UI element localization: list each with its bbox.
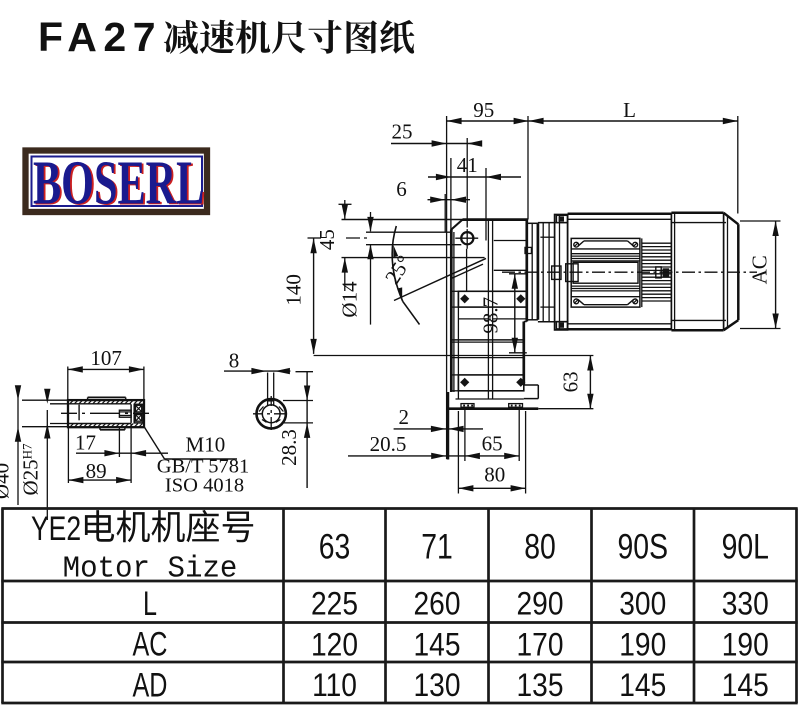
svg-text:28.3: 28.3 bbox=[277, 429, 301, 466]
svg-text:25: 25 bbox=[392, 120, 413, 144]
svg-text:L: L bbox=[623, 98, 636, 122]
svg-text:290: 290 bbox=[517, 587, 564, 622]
svg-text:AC: AC bbox=[133, 626, 168, 664]
svg-text:110: 110 bbox=[312, 669, 357, 704]
svg-text:M10: M10 bbox=[186, 432, 226, 456]
svg-text:FA27: FA27 bbox=[38, 14, 162, 60]
svg-text:330: 330 bbox=[722, 587, 769, 622]
svg-text:80: 80 bbox=[524, 526, 556, 566]
svg-text:71: 71 bbox=[421, 526, 453, 566]
svg-text:AC: AC bbox=[748, 255, 772, 284]
svg-text:90L: 90L bbox=[722, 526, 769, 566]
svg-text:Ø40: Ø40 bbox=[0, 463, 14, 499]
svg-text:41: 41 bbox=[457, 153, 478, 177]
svg-text:BOSERL: BOSERL bbox=[35, 148, 206, 218]
svg-text:170: 170 bbox=[517, 628, 564, 663]
svg-text:135: 135 bbox=[517, 669, 564, 704]
svg-text:45: 45 bbox=[315, 229, 339, 250]
svg-text:8: 8 bbox=[229, 349, 240, 373]
svg-text:90S: 90S bbox=[617, 526, 668, 566]
svg-text:Ø14: Ø14 bbox=[338, 281, 362, 318]
svg-text:AD: AD bbox=[133, 667, 168, 705]
svg-text:GB/T 5781: GB/T 5781 bbox=[157, 455, 249, 477]
svg-text:120: 120 bbox=[311, 628, 358, 663]
svg-text:300: 300 bbox=[619, 587, 666, 622]
svg-text:Ø25H7: Ø25H7 bbox=[19, 443, 43, 496]
svg-text:L: L bbox=[143, 585, 157, 623]
svg-text:130: 130 bbox=[414, 669, 461, 704]
svg-text:ISO 4018: ISO 4018 bbox=[165, 474, 244, 496]
svg-text:107: 107 bbox=[90, 346, 122, 370]
svg-text:25°: 25° bbox=[380, 251, 416, 289]
svg-text:80: 80 bbox=[484, 463, 505, 487]
svg-text:145: 145 bbox=[722, 669, 769, 704]
svg-text:17: 17 bbox=[75, 430, 96, 454]
svg-text:YE2: YE2 bbox=[31, 510, 81, 548]
svg-text:145: 145 bbox=[414, 628, 461, 663]
svg-text:140: 140 bbox=[282, 274, 306, 306]
svg-text:63: 63 bbox=[319, 526, 351, 566]
svg-text:145: 145 bbox=[619, 669, 666, 704]
svg-text:98.7: 98.7 bbox=[479, 297, 503, 334]
svg-text:65: 65 bbox=[482, 432, 503, 456]
svg-text:2: 2 bbox=[399, 405, 410, 429]
svg-text:95: 95 bbox=[473, 98, 494, 122]
svg-text:Motor Size: Motor Size bbox=[63, 552, 238, 587]
svg-text:63: 63 bbox=[558, 371, 582, 392]
svg-text:190: 190 bbox=[722, 628, 769, 663]
svg-text:260: 260 bbox=[414, 587, 461, 622]
svg-text:190: 190 bbox=[619, 628, 666, 663]
svg-text:89: 89 bbox=[86, 459, 107, 483]
svg-text:BOSERL: BOSERL bbox=[33, 147, 204, 217]
svg-text:225: 225 bbox=[311, 587, 358, 622]
svg-text:6: 6 bbox=[396, 177, 407, 201]
svg-text:20.5: 20.5 bbox=[370, 432, 407, 456]
